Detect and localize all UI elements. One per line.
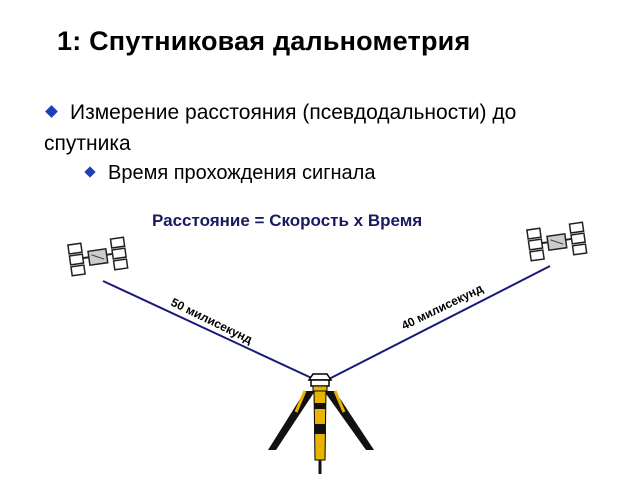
left-signal-label: 50 милисекунд xyxy=(169,295,255,347)
right-signal-label: 40 милисекунд xyxy=(399,281,485,333)
right-signal-line xyxy=(324,265,551,382)
slide-title: 1: Спутниковая дальнометрия xyxy=(57,26,471,56)
bullet-sub: Время прохождения сигнала xyxy=(84,160,375,186)
left-signal-line xyxy=(102,280,319,382)
bullet-sub-text: Время прохождения сигнала xyxy=(108,162,376,184)
right-satellite-icon xyxy=(526,221,588,262)
formula-text: Расстояние = Скорость x Время xyxy=(152,211,423,230)
bullet-main-text: Измерение расстояния (псевдодальности) д… xyxy=(44,101,517,155)
bullet-main: Измерение расстояния (псевдодальности) д… xyxy=(44,97,604,159)
receiver-tripod-icon xyxy=(268,373,374,474)
left-satellite-icon xyxy=(67,236,129,277)
